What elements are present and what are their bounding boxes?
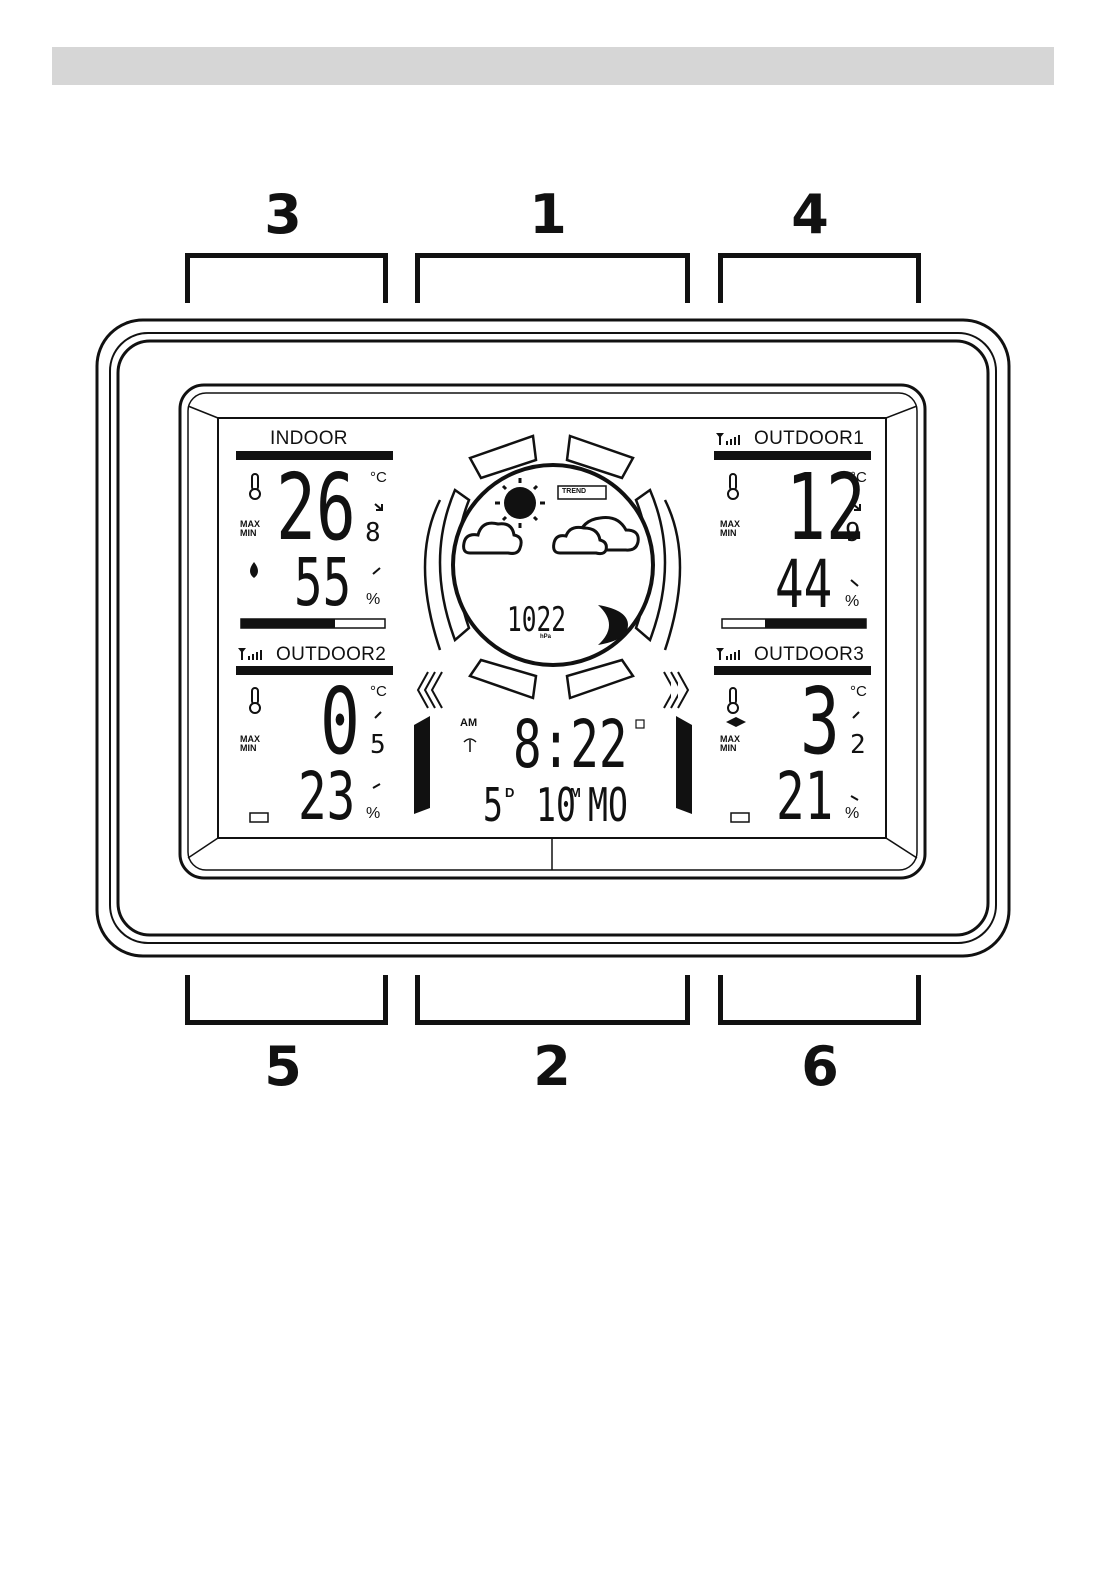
alarm-icon — [636, 720, 644, 728]
outdoor1-humidity: 44 — [775, 552, 832, 618]
date-weekday: MO — [588, 782, 628, 828]
right-bar-graph — [676, 716, 692, 814]
outdoor3-label: OUTDOOR3 — [754, 644, 864, 666]
outdoor1-comfort-bar — [765, 619, 866, 628]
clock-time: 8:22 — [513, 712, 627, 778]
outdoor3-temperature-decimal: 2 — [850, 732, 866, 758]
outdoor2-temperature-decimal: 5 — [370, 732, 386, 758]
date-day: 5 — [483, 782, 503, 828]
outdoor2-humidity: 23 — [298, 764, 355, 830]
outdoor3-humidity-unit: % — [845, 806, 859, 822]
outdoor3-temperature: 3 — [800, 676, 840, 768]
outdoor3-temp-unit: °C — [850, 684, 867, 699]
outdoor1-humidity-unit: % — [845, 594, 859, 610]
indoor-humidity: 55 — [294, 550, 351, 616]
outdoor3-humidity: 21 — [776, 764, 833, 830]
outdoor1-label: OUTDOOR1 — [754, 428, 864, 450]
battery-icon-outdoor2 — [250, 813, 268, 822]
pressure-value: 1022 — [507, 603, 566, 637]
indoor-temperature-decimal: 8 — [365, 520, 381, 546]
indoor-label: INDOOR — [270, 428, 348, 450]
pressure-unit: hPa — [540, 634, 551, 640]
outdoor2-humidity-unit: % — [366, 806, 380, 822]
am-pm-indicator: AM — [460, 718, 477, 729]
date-month-suffix: M — [570, 786, 581, 799]
indoor-comfort-bar — [241, 619, 335, 628]
outdoor2-label: OUTDOOR2 — [276, 644, 386, 666]
indoor-humidity-unit: % — [366, 592, 380, 608]
outdoor1-temperature-decimal: 9 — [845, 520, 861, 546]
outdoor2-temp-unit: °C — [370, 684, 387, 699]
battery-icon-outdoor3 — [731, 813, 749, 822]
outdoor2-temperature: 0 — [320, 676, 360, 768]
left-bar-graph — [414, 716, 430, 814]
outdoor1-temp-unit: °C — [850, 470, 867, 485]
date-day-suffix: D — [505, 786, 514, 799]
trend-label: TREND — [562, 488, 586, 495]
indoor-temp-unit: °C — [370, 470, 387, 485]
indoor-temperature: 26 — [276, 462, 356, 554]
